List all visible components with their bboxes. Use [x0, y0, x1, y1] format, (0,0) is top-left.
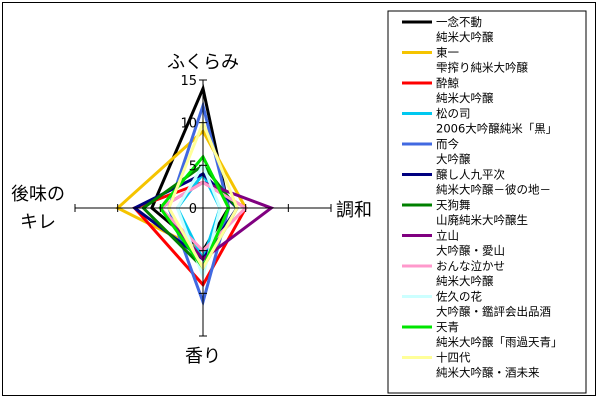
axis-layer: [74, 79, 332, 337]
tick-label-5: 5: [189, 159, 197, 174]
axis-label-right: 調和: [336, 200, 372, 221]
legend-sub-0: 純米大吟醸: [436, 30, 494, 44]
axis-label-layer: ふくらみ 調和 香り 後味の キレ: [11, 52, 372, 367]
legend-sub-4: 大吟醸: [436, 152, 471, 166]
axis-label-bottom: 香り: [185, 346, 221, 367]
tick-label-10: 10: [180, 117, 197, 132]
legend-name-0: 一念不動: [436, 15, 482, 29]
legend-sub-2: 純米大吟醸: [436, 91, 494, 105]
axis-label-top: ふくらみ: [167, 52, 239, 73]
legend-name-9: 佐久の花: [436, 290, 482, 304]
legend-sub-10: 純米大吟醸「雨過天青」: [436, 335, 563, 349]
tick-label-0: 0: [189, 202, 197, 217]
legend-sub-3: 2006大吟醸純米「黒」: [436, 122, 557, 136]
legend-sub-1: 雫搾り純米大吟醸: [436, 61, 528, 75]
tick-label-layer: 0 5 10 15: [180, 74, 197, 217]
legend-name-5: 醸し人九平次: [436, 168, 505, 182]
legend-sub-11: 純米大吟醸・酒未来: [436, 366, 540, 380]
legend-name-1: 東一: [436, 46, 459, 60]
legend-name-11: 十四代: [436, 351, 471, 365]
legend-name-10: 天青: [436, 320, 459, 334]
legend: 一念不動純米大吟醸東一雫搾り純米大吟醸酔鯨純米大吟醸松の司2006大吟醸純米「黒…: [387, 10, 587, 394]
legend-name-8: おんな泣かせ: [436, 259, 505, 273]
legend-sub-6: 山廃純米大吟醸生: [436, 213, 528, 227]
legend-name-2: 酔鯨: [436, 76, 459, 90]
legend-sub-5: 純米大吟醸－彼の地－: [436, 183, 551, 197]
legend-name-4: 而今: [436, 137, 459, 151]
tick-label-15: 15: [180, 74, 197, 89]
legend-sub-9: 大吟醸・鑑評会出品酒: [436, 305, 551, 319]
legend-name-3: 松の司: [436, 107, 471, 121]
axis-label-left-line2: キレ: [20, 212, 56, 233]
legend-name-6: 天狗舞: [436, 198, 471, 212]
legend-sub-8: 純米大吟醸: [436, 274, 494, 288]
legend-name-7: 立山: [436, 229, 459, 243]
axis-label-left-line1: 後味の: [11, 184, 65, 205]
legend-box: [387, 10, 587, 394]
legend-sub-7: 大吟醸・愛山: [436, 244, 505, 258]
